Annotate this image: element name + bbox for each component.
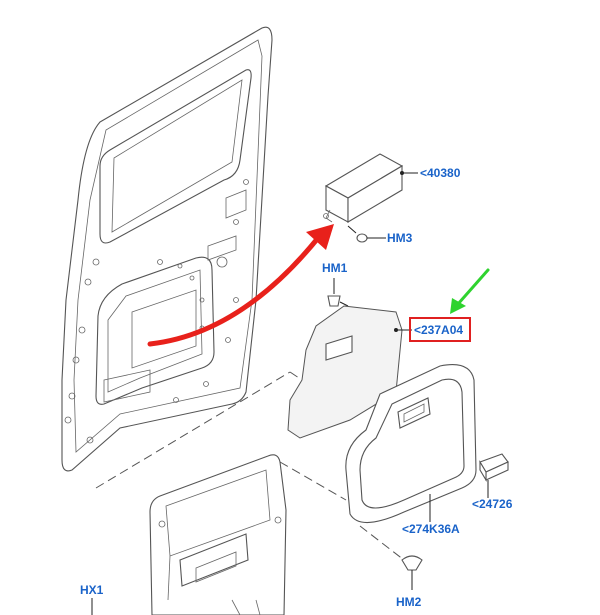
svg-text:HM1[interactable]: HM1 — [322, 261, 348, 275]
callout-hm2[interactable]: HM2 — [396, 595, 422, 609]
door-shell — [61, 26, 273, 472]
trim-panel — [149, 454, 287, 615]
module-40380 — [323, 153, 404, 223]
green-pointer-arrow — [450, 268, 490, 314]
svg-text:<40380[interactable]: <40380 — [420, 166, 461, 180]
svg-text:HX1[interactable]: HX1 — [80, 583, 104, 597]
callout-hx1[interactable]: HX1 — [80, 583, 104, 615]
svg-text:<237A04[interactable]: <237A04 — [414, 323, 463, 337]
svg-text:<274K36A[interactable]: <274K36A — [402, 522, 460, 536]
callout-237a04[interactable]: <237A04 — [394, 317, 471, 342]
fastener-hm3 — [347, 225, 374, 243]
svg-text:HM3[interactable]: HM3 — [387, 231, 413, 245]
callout-24726[interactable]: <24726 — [472, 480, 513, 511]
highlight-box — [409, 317, 471, 342]
vapor-barrier-sheet — [95, 305, 403, 489]
callout-40380[interactable]: <40380 — [400, 166, 461, 180]
svg-text:HM2[interactable]: HM2 — [396, 595, 422, 609]
callout-hm1[interactable]: HM1 — [322, 261, 348, 275]
fastener-hm1 — [327, 278, 349, 307]
seal-frame — [345, 364, 477, 524]
callout-274k36a[interactable]: <274K36A — [402, 494, 460, 536]
callout-hm3[interactable]: HM3 — [374, 231, 413, 245]
red-pointer-arrow — [147, 224, 334, 347]
switch-24726 — [479, 453, 509, 482]
fastener-hm2 — [401, 555, 423, 590]
dashed-leaders — [279, 461, 405, 561]
svg-text:<24726[interactable]: <24726 — [472, 497, 513, 511]
